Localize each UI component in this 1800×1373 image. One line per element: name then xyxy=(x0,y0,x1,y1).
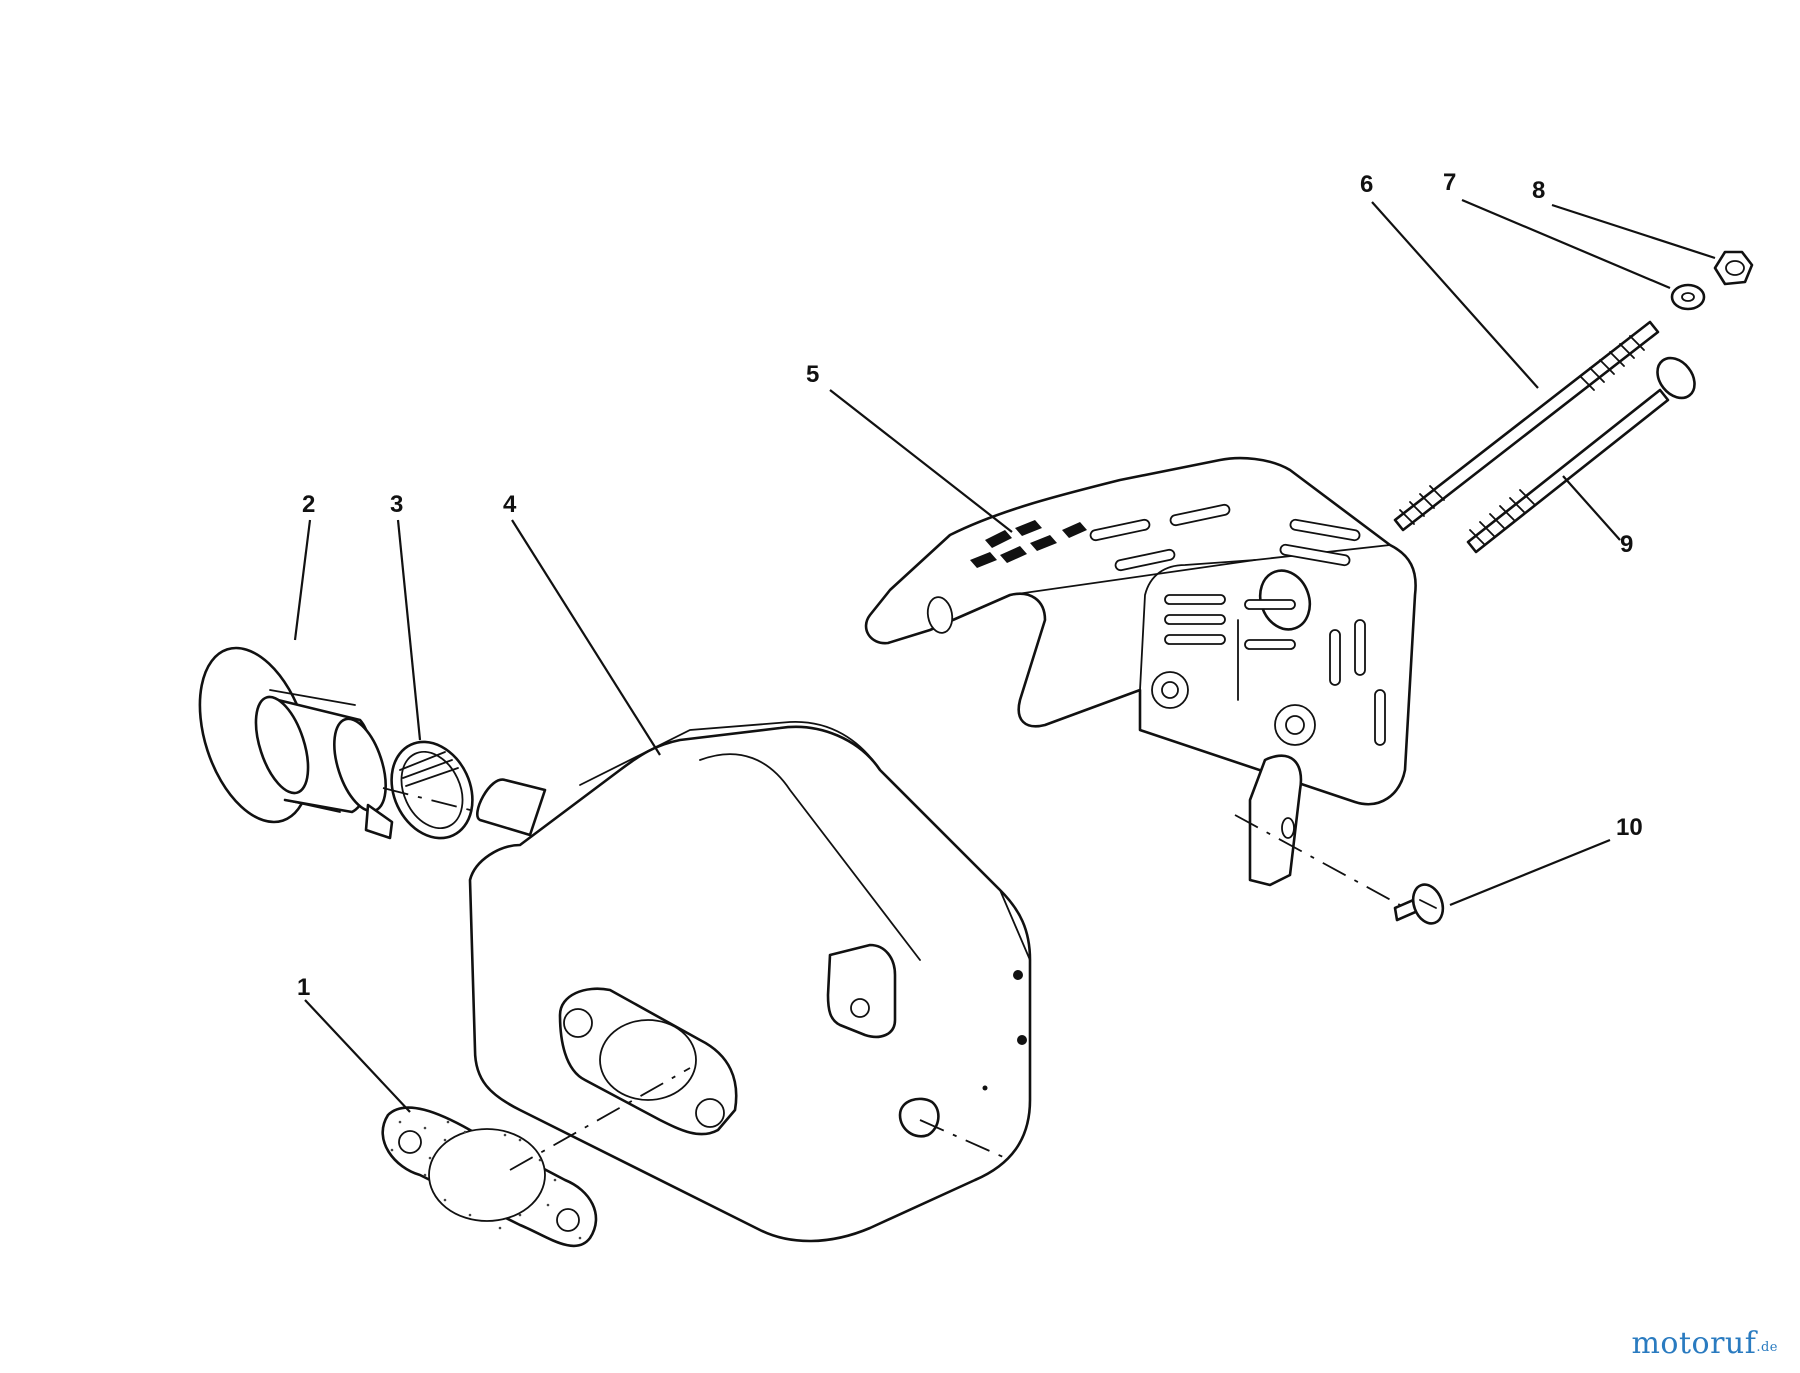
callout-6: 6 xyxy=(1360,171,1373,198)
leader-lines xyxy=(293,198,1716,1113)
callout-1: 1 xyxy=(297,974,310,1001)
assembly-lines xyxy=(382,787,1401,1171)
stud-part xyxy=(1393,320,1660,532)
motoruf-watermark: motoruf.de xyxy=(1631,1326,1778,1361)
callout-4: 4 xyxy=(503,491,517,518)
watermark-name: motoruf xyxy=(1631,1326,1757,1361)
muffler-part xyxy=(468,721,1032,1243)
watermark-tld: .de xyxy=(1756,1340,1778,1355)
callout-7: 7 xyxy=(1443,169,1456,196)
callout-8: 8 xyxy=(1532,177,1545,204)
nut-part xyxy=(1713,250,1754,286)
gasket-part xyxy=(381,1106,598,1248)
bolt-part xyxy=(1466,356,1696,554)
callout-10: 10 xyxy=(1616,814,1643,841)
callout-5: 5 xyxy=(806,361,819,388)
callout-labels: 1 2 3 4 5 6 7 8 9 10 xyxy=(297,169,1643,1001)
heat-shield-part xyxy=(864,456,1417,887)
clamp-part xyxy=(364,740,474,840)
screw-part xyxy=(1393,883,1445,925)
heat-shield-crosshatch xyxy=(970,520,1087,568)
callout-3: 3 xyxy=(390,491,403,518)
callout-2: 2 xyxy=(302,491,315,518)
washer-part xyxy=(1670,283,1706,311)
heat-shield-vents xyxy=(1089,503,1386,746)
deflector-part xyxy=(198,646,387,824)
callout-9: 9 xyxy=(1620,531,1633,558)
